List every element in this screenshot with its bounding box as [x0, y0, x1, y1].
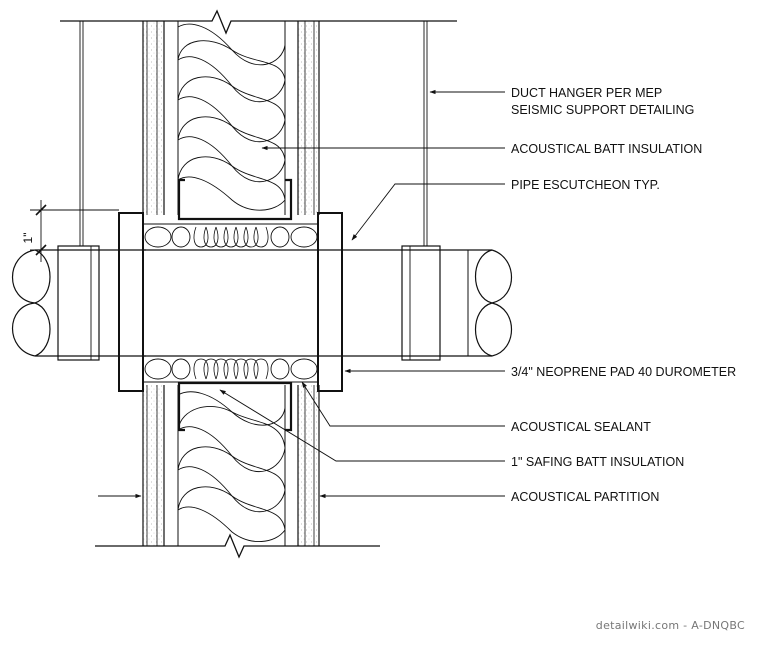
- safing-insulation-top: [142, 223, 319, 251]
- pipe: [12, 249, 513, 357]
- gypsum-board-left-upper: [142, 21, 179, 215]
- pipe-coupling-right: [401, 245, 441, 361]
- callout-acoustical-partition: ACOUSTICAL PARTITION: [511, 490, 659, 504]
- safing-insulation-bottom: [142, 355, 319, 383]
- leader-lines: [98, 89, 505, 499]
- metal-stud-track-lower: [177, 381, 293, 432]
- dimension-text: 1": [21, 233, 35, 244]
- pipe-coupling-left: [57, 245, 100, 361]
- callout-duct-hanger-line1: DUCT HANGER PER MEP: [511, 86, 662, 100]
- callout-labels: DUCT HANGER PER MEP SEISMIC SUPPORT DETA…: [511, 86, 736, 504]
- callout-acoustical-batt: ACOUSTICAL BATT INSULATION: [511, 142, 702, 156]
- callout-pipe-escutcheon: PIPE ESCUTCHEON TYP.: [511, 178, 660, 192]
- pipe-break-left: [12, 249, 51, 357]
- acoustical-partition-wall: [60, 9, 457, 559]
- callout-acoustical-sealant: ACOUSTICAL SEALANT: [511, 420, 651, 434]
- dimension-1-inch: 1": [21, 200, 119, 262]
- escutcheon-left: [118, 212, 144, 392]
- metal-stud-track-upper: [177, 178, 293, 221]
- watermark: detailwiki.com - A-DNQBC: [596, 619, 745, 632]
- escutcheon-right: [317, 212, 343, 392]
- callout-neoprene-pad: 3/4" NEOPRENE PAD 40 DUROMETER: [511, 365, 736, 379]
- gypsum-board-left-lower: [142, 385, 179, 546]
- gypsum-board-right-lower: [284, 385, 320, 546]
- gypsum-board-right-upper: [284, 21, 320, 215]
- duct-hanger-rods: [79, 21, 428, 246]
- batt-insulation-lower: [177, 391, 286, 542]
- pipe-break-right: [467, 249, 513, 357]
- batt-insulation-upper: [177, 23, 286, 211]
- callout-safing-batt: 1" SAFING BATT INSULATION: [511, 455, 684, 469]
- callout-duct-hanger-line2: SEISMIC SUPPORT DETAILING: [511, 103, 694, 117]
